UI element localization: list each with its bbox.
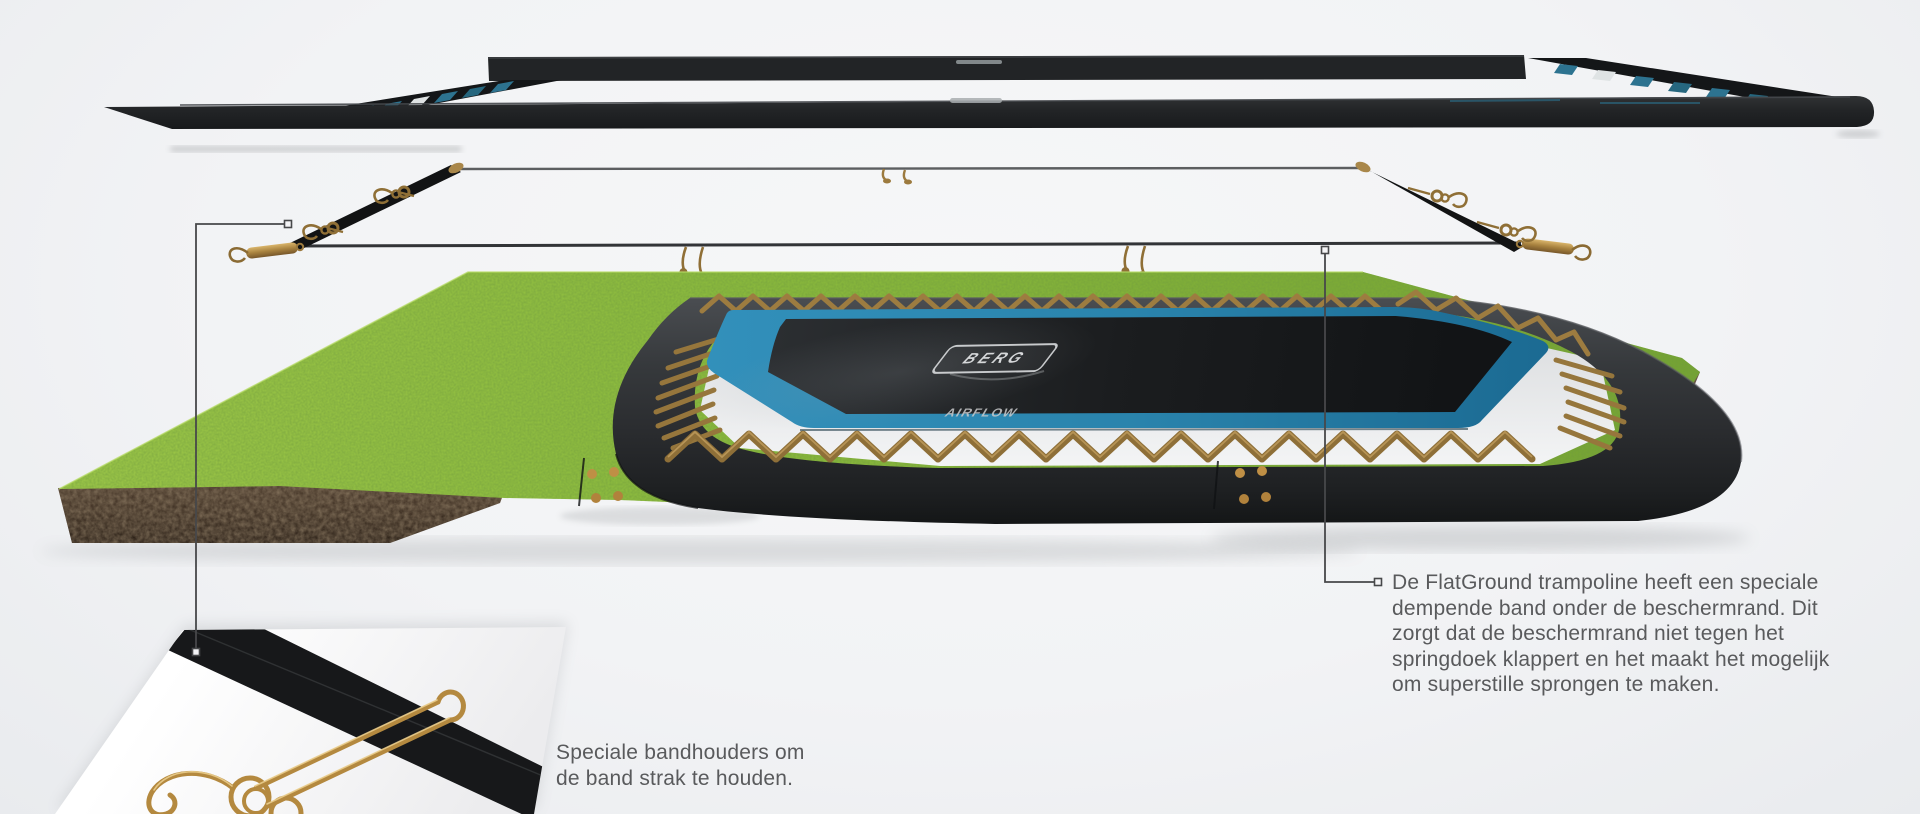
airflow-label: AIRFLOW <box>943 405 1020 420</box>
band-top-hangers <box>881 168 912 185</box>
band-right-hooks <box>1407 186 1537 243</box>
band-far-edge <box>455 166 1365 171</box>
damping-band-layer <box>228 161 1592 288</box>
damping-band-note-line: zorgt dat de beschermrand niet tegen het <box>1392 622 1785 645</box>
leader-lines <box>191 219 1383 657</box>
damping-band-note-line: om superstille sprongen te maken. <box>1392 673 1720 696</box>
band-corner-cap <box>448 162 464 174</box>
band-holders-note-line: de band strak te houden. <box>556 766 794 790</box>
band-left-spring <box>228 242 305 263</box>
detail-band-holder <box>146 689 466 814</box>
trampoline <box>560 289 1750 551</box>
detail-card-content <box>146 628 566 814</box>
springs-right-corner <box>1395 289 1591 357</box>
damping-band-note-line: De FlatGround trampoline heeft een speci… <box>1392 571 1819 594</box>
band-holders-note-line: Speciale bandhouders om <box>556 741 805 764</box>
frame-near-bar <box>104 96 1875 129</box>
frame-right-ladder <box>1528 58 1864 108</box>
band-left-hooks <box>302 185 415 241</box>
inset-detail-card <box>55 622 568 814</box>
leader-endpoint-markers <box>191 219 1383 657</box>
band-right-diagonal <box>1358 164 1524 252</box>
frame-far-bar <box>488 55 1526 81</box>
springs-right-side <box>1553 357 1627 451</box>
leader-left <box>195 223 288 652</box>
damping-band-note-line: springdoek klappert en het maakt het mog… <box>1392 647 1830 671</box>
frame-pad-ring <box>612 298 1742 524</box>
frame-far-label-dash <box>956 60 1002 64</box>
frame-tip-shadow <box>170 146 462 152</box>
leader-right <box>1324 250 1374 583</box>
band-holders-note: Speciale bandhouders om de band strak te… <box>556 740 805 791</box>
frame-near-label-dash <box>950 98 1002 103</box>
damping-band-note: De FlatGround trampoline heeft een speci… <box>1392 570 1829 698</box>
top-frame-pad-layer <box>104 55 1880 152</box>
band-near-edge <box>292 241 1522 248</box>
logo-swoosh <box>949 370 1045 381</box>
damping-band-note-line: dempende band onder de beschermrand. Dit <box>1392 596 1818 620</box>
band-right-spring <box>1515 238 1592 261</box>
pad-seams-rivets <box>578 457 1271 510</box>
ground-shadow <box>40 538 1360 564</box>
band-corner-cap <box>1355 161 1371 173</box>
springs-near-row <box>664 430 1536 463</box>
frame-teal-glints <box>1449 99 1700 104</box>
